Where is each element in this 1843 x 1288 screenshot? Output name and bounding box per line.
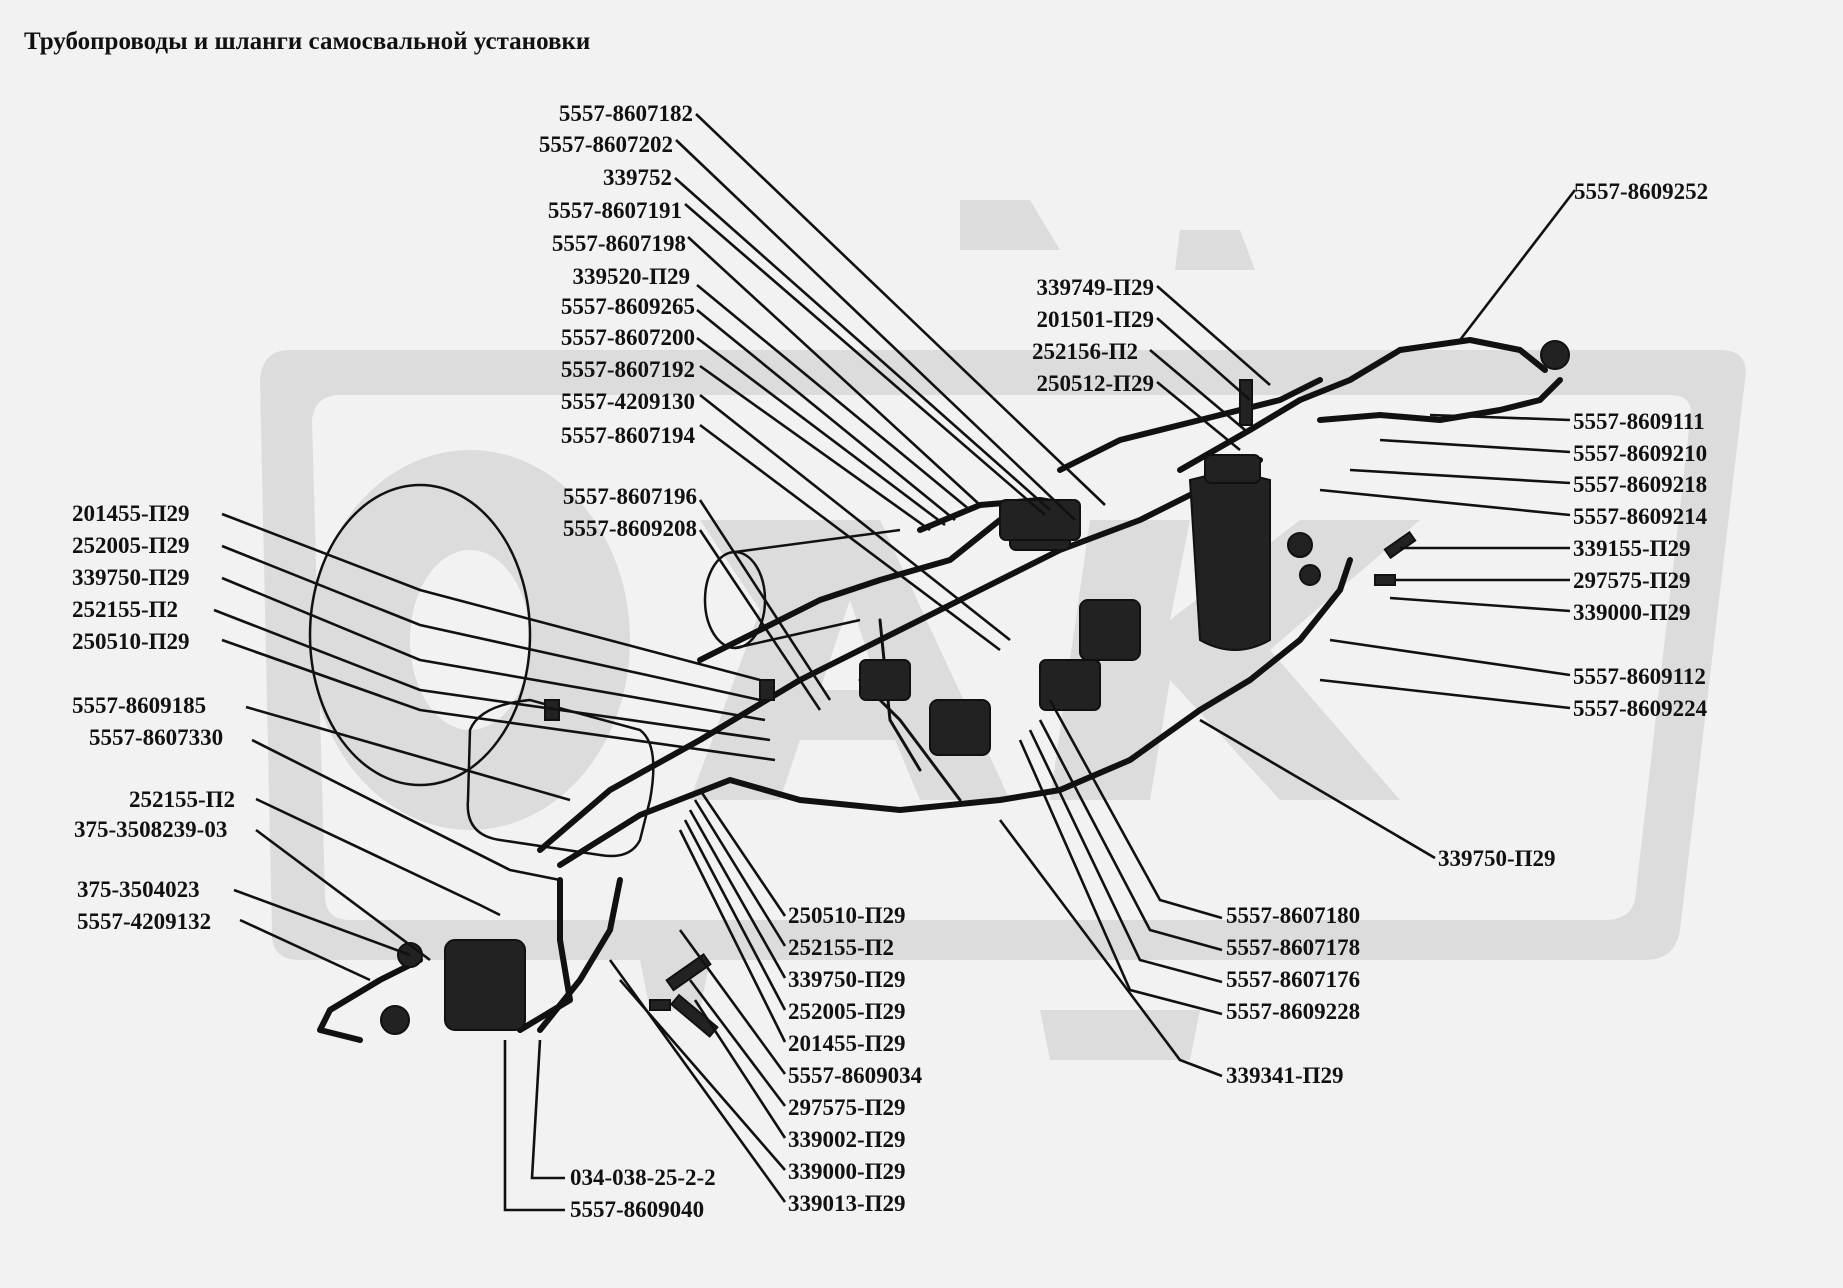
- ring-outline: [308, 483, 532, 787]
- part-label: 5557-8609218: [1573, 472, 1708, 497]
- part-label: 5557-8607182: [558, 101, 693, 126]
- part-label: 5557-8609208: [562, 516, 697, 541]
- dump-system-assembly: [308, 337, 1570, 1043]
- part-label: 339750-П29: [1438, 846, 1556, 871]
- part-label: 5557-8609040: [570, 1197, 705, 1222]
- hydraulic-cylinder: [1188, 468, 1271, 651]
- diagram-title: Трубопроводы и шланги самосвальной устан…: [24, 28, 591, 55]
- part-label: 201455-П29: [788, 1031, 906, 1056]
- part-label: 034-038-25-2-2: [570, 1165, 716, 1190]
- part-label: 375-3508239-03: [74, 817, 228, 842]
- part-label: 5557-8607200: [560, 325, 695, 350]
- part-label: 5557-8609034: [788, 1063, 923, 1088]
- part-label: 5557-8609210: [1573, 441, 1708, 466]
- part-label: 297575-П29: [1573, 568, 1691, 593]
- part-label: 339341-П29: [1226, 1063, 1344, 1088]
- part-label: 5557-8607330: [89, 725, 224, 750]
- part-label: 5557-8607198: [551, 231, 686, 256]
- part-label: 339520-П29: [572, 264, 690, 289]
- part-label: 5557-8609185: [72, 693, 207, 718]
- watermark-logo: [260, 200, 1746, 1060]
- part-label: 339750-П29: [72, 565, 190, 590]
- part-label: 339000-П29: [1573, 600, 1691, 625]
- part-label: 250510-П29: [72, 629, 190, 654]
- part-label: 339155-П29: [1573, 536, 1691, 561]
- part-label: 252155-П2: [72, 597, 179, 622]
- part-label: 5557-8607196: [562, 484, 697, 509]
- part-label: 5557-8607178: [1226, 935, 1361, 960]
- part-label: 5557-8609265: [560, 294, 695, 319]
- part-label: 375-3504023: [77, 877, 200, 902]
- part-label: 201501-П29: [1036, 307, 1154, 332]
- part-label: 5557-8607192: [560, 357, 695, 382]
- part-label: 5557-8609228: [1226, 999, 1361, 1024]
- part-label: 339000-П29: [788, 1159, 906, 1184]
- part-label: 5557-8609214: [1573, 504, 1708, 529]
- part-label: 5557-8609252: [1574, 179, 1709, 204]
- part-label: 297575-П29: [788, 1095, 906, 1120]
- part-label: 252156-П2: [1031, 339, 1138, 364]
- part-label: 339750-П29: [788, 967, 906, 992]
- part-label: 5557-4209132: [77, 909, 212, 934]
- part-label: 339002-П29: [788, 1127, 906, 1152]
- part-label: 5557-8609111: [1573, 409, 1705, 434]
- part-label: 5557-8607194: [560, 423, 695, 448]
- part-label: 339752: [603, 165, 672, 190]
- part-label: 252005-П29: [72, 533, 190, 558]
- part-label: 5557-8607202: [538, 132, 673, 157]
- part-label: 339749-П29: [1036, 275, 1154, 300]
- part-label: 250510-П29: [788, 903, 906, 928]
- part-label: 5557-8609224: [1573, 696, 1708, 721]
- part-label: 250512-П29: [1036, 371, 1154, 396]
- part-label: 5557-8609112: [1573, 664, 1706, 689]
- part-label: 339013-П29: [788, 1191, 906, 1216]
- part-label: 252155-П2: [129, 787, 236, 812]
- part-label: 5557-4209130: [560, 389, 695, 414]
- part-label: 201455-П29: [72, 501, 190, 526]
- part-label: 252155-П2: [788, 935, 895, 960]
- part-label: 5557-8607180: [1226, 903, 1361, 928]
- part-label: 5557-8607176: [1226, 967, 1361, 992]
- leader-lines: [213, 113, 1577, 1212]
- part-label: 252005-П29: [788, 999, 906, 1024]
- part-label: 5557-8607191: [547, 198, 682, 223]
